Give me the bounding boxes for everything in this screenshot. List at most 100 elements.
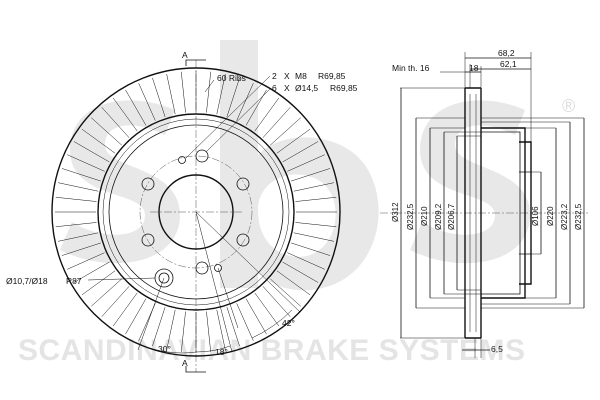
thread-hole-2: [214, 264, 222, 272]
pin-hole-label: Ø10,7/Ø18: [6, 276, 48, 286]
bolt-holes-x: X: [284, 83, 290, 93]
vent-rib: [226, 77, 240, 117]
thread-hole-1: [178, 156, 186, 164]
vent-rib: [61, 168, 101, 182]
vent-rib: [291, 168, 331, 182]
vent-rib: [55, 197, 97, 202]
dia-right-1: Ø106: [531, 206, 540, 226]
vent-rib: [61, 242, 101, 256]
pin-hole-radius: R87: [66, 276, 82, 286]
dia-left-1: Ø312: [391, 202, 400, 222]
vent-rib: [58, 232, 99, 242]
vent-rib: [73, 141, 110, 163]
vent-rib: [236, 303, 254, 341]
vent-rib: [276, 128, 311, 154]
dia-left-3: Ø210: [420, 206, 429, 226]
bolt-holes-pcd: R69,85: [330, 83, 358, 93]
vent-rib: [254, 292, 280, 327]
thread-holes-pcd: R69,85: [318, 71, 346, 81]
bolt-hole-4: [141, 233, 155, 247]
vent-rib: [270, 278, 301, 307]
vent-rib: [166, 74, 176, 115]
vent-rib: [112, 292, 138, 327]
vent-rib: [125, 298, 147, 335]
vent-rib: [152, 307, 166, 347]
thread-holes-x: X: [284, 71, 290, 81]
thread-holes-count: 2: [272, 71, 277, 81]
bolt-holes-diameter: Ø14,5: [295, 83, 318, 93]
vent-rib: [287, 252, 325, 270]
vent-rib: [81, 128, 116, 154]
min-thickness-value: 18: [469, 63, 479, 73]
dia-right-4: Ø232,5: [574, 203, 583, 230]
vent-rib: [293, 232, 334, 242]
dia-left-4: Ø209,2: [434, 203, 443, 230]
vent-rib: [166, 309, 176, 350]
vent-rib: [206, 71, 211, 113]
bolt-hole-2: [141, 177, 155, 191]
dia-left-5: Ø206,7: [447, 203, 456, 230]
vent-rib: [112, 97, 138, 132]
vent-ribs: [55, 71, 337, 353]
angle-left-label: 30°: [158, 344, 171, 354]
vent-rib: [262, 286, 291, 317]
vent-rib: [254, 97, 280, 132]
vent-rib: [270, 117, 301, 146]
vent-rib: [101, 286, 130, 317]
bolt-hole-3: [236, 177, 250, 191]
vent-rib: [67, 252, 105, 270]
vent-rib: [73, 261, 110, 283]
angle-outer-label: 42°: [282, 318, 295, 328]
dia-left-2: Ø232,5: [406, 203, 415, 230]
vent-rib: [293, 182, 334, 192]
vent-rib: [58, 182, 99, 192]
pin-hole-inner: [158, 272, 170, 284]
vent-rib: [216, 74, 226, 115]
center-bore: [158, 174, 234, 250]
vent-rib: [276, 270, 311, 296]
dia-right-2: Ø220: [546, 206, 555, 226]
vent-rib: [125, 89, 147, 126]
bolt-hole-1: [195, 149, 209, 163]
friction-ring-inner-edge: [97, 113, 295, 311]
section-marker-top: A: [182, 50, 188, 60]
vent-rib: [152, 77, 166, 117]
vent-rib: [91, 278, 122, 307]
vent-rib: [295, 222, 337, 227]
bolt-hole-6: [195, 261, 209, 275]
disc-outer-edge: [51, 67, 341, 357]
total-height-dim: 68,2: [498, 48, 515, 58]
ribs-label: 60 Ribs: [217, 73, 246, 83]
vent-rib: [287, 154, 325, 172]
vent-rib: [295, 197, 337, 202]
vent-rib: [101, 107, 130, 138]
vent-rib: [262, 107, 291, 138]
vent-rib: [55, 222, 97, 227]
brand-watermark-text: SCANDINAVIAN BRAKE SYSTEMS: [18, 334, 526, 367]
min-thickness-label: Min th. 16: [392, 63, 430, 73]
vent-rib: [138, 83, 156, 121]
vent-rib: [216, 309, 226, 350]
vent-rib: [245, 298, 267, 335]
angle-right-label: 18°: [215, 347, 228, 357]
front-view: A A: [6, 50, 358, 373]
hat-edge: [108, 124, 284, 300]
thread-holes-thread: M8: [295, 71, 307, 81]
vent-rib: [67, 154, 105, 172]
vent-rib: [181, 311, 186, 353]
side-view: 68,2 62,1 Min th. 16 18 6,5 Ø312 Ø232,5 …: [380, 48, 590, 358]
vent-rib: [81, 270, 116, 296]
vent-rib: [226, 307, 240, 347]
registered-mark: ®: [562, 96, 575, 116]
vent-rib: [91, 117, 122, 146]
section-marker-bottom: A: [182, 358, 188, 368]
bolt-hole-5: [236, 233, 250, 247]
dia-right-3: Ø223,2: [560, 203, 569, 230]
vent-rib: [206, 311, 211, 353]
vent-rib: [282, 141, 319, 163]
vent-rib: [181, 71, 186, 113]
hat-height-dim: 62,1: [500, 59, 517, 69]
vent-rib: [291, 242, 331, 256]
vent-rib: [236, 83, 254, 121]
